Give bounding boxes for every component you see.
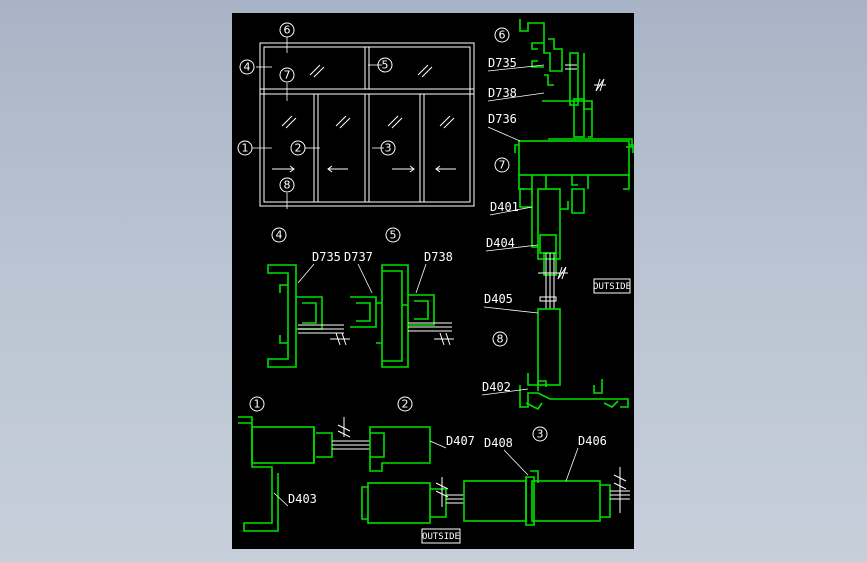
cad-drawing: 6 4 5 7 1 2 3 8 (237, 19, 634, 544)
marker-8-section: 8 (492, 331, 508, 347)
svg-text:1: 1 (254, 398, 261, 411)
svg-text:1: 1 (242, 142, 249, 155)
marker-1-detail: 1 (249, 396, 265, 412)
marker-6-elev: 6 (279, 22, 295, 38)
svg-text:7: 7 (284, 69, 291, 82)
svg-text:7: 7 (499, 159, 506, 172)
marker-7-section: 7 (494, 157, 510, 173)
code-d738-section: D738 (488, 86, 517, 100)
window-elevation (252, 37, 475, 209)
svg-text:OUTSIDE: OUTSIDE (422, 532, 460, 542)
code-d736: D736 (488, 112, 517, 126)
detail-4-5 (267, 264, 454, 368)
marker-6-section: 6 (494, 27, 510, 43)
svg-text:6: 6 (499, 29, 506, 42)
svg-text:3: 3 (385, 142, 392, 155)
marker-5-detail: 5 (385, 227, 401, 243)
marker-4-elev: 4 (239, 59, 255, 75)
code-d402: D402 (482, 380, 511, 394)
code-d408: D408 (484, 436, 513, 450)
svg-text:2: 2 (402, 398, 409, 411)
svg-text:3: 3 (537, 428, 544, 441)
code-d735-detail: D735 (312, 250, 341, 264)
marker-2-detail: 2 (397, 396, 413, 412)
code-d735-section: D735 (488, 56, 517, 70)
svg-text:2: 2 (295, 142, 302, 155)
code-d404: D404 (486, 236, 515, 250)
detail-1-2 (238, 416, 431, 532)
code-d405: D405 (484, 292, 513, 306)
marker-3-elev: 3 (380, 140, 396, 156)
code-d407: D407 (446, 434, 475, 448)
drawing-sheet: 6 4 5 7 1 2 3 8 (232, 13, 634, 549)
svg-text:4: 4 (276, 229, 283, 242)
marker-2-elev: 2 (290, 140, 306, 156)
marker-3-detail: 3 (532, 426, 548, 442)
marker-4-detail: 4 (271, 227, 287, 243)
svg-text:OUTSIDE: OUTSIDE (593, 282, 631, 292)
svg-text:4: 4 (244, 61, 251, 74)
vertical-section (514, 19, 634, 411)
code-d403: D403 (288, 492, 317, 506)
code-d406: D406 (578, 434, 607, 448)
svg-text:5: 5 (390, 229, 397, 242)
detail-3 (361, 467, 630, 526)
svg-text:6: 6 (284, 24, 291, 37)
svg-text:8: 8 (284, 179, 291, 192)
outside-label-right: OUTSIDE (593, 278, 631, 294)
marker-5-elev: 5 (377, 57, 393, 73)
code-d737: D737 (344, 250, 373, 264)
svg-text:5: 5 (382, 59, 389, 72)
code-d738-detail: D738 (424, 250, 453, 264)
svg-text:8: 8 (497, 333, 504, 346)
marker-7-elev: 7 (279, 67, 295, 83)
marker-1-elev: 1 (237, 140, 253, 156)
outside-label-bottom: OUTSIDE (421, 528, 461, 544)
marker-8-elev: 8 (279, 177, 295, 193)
